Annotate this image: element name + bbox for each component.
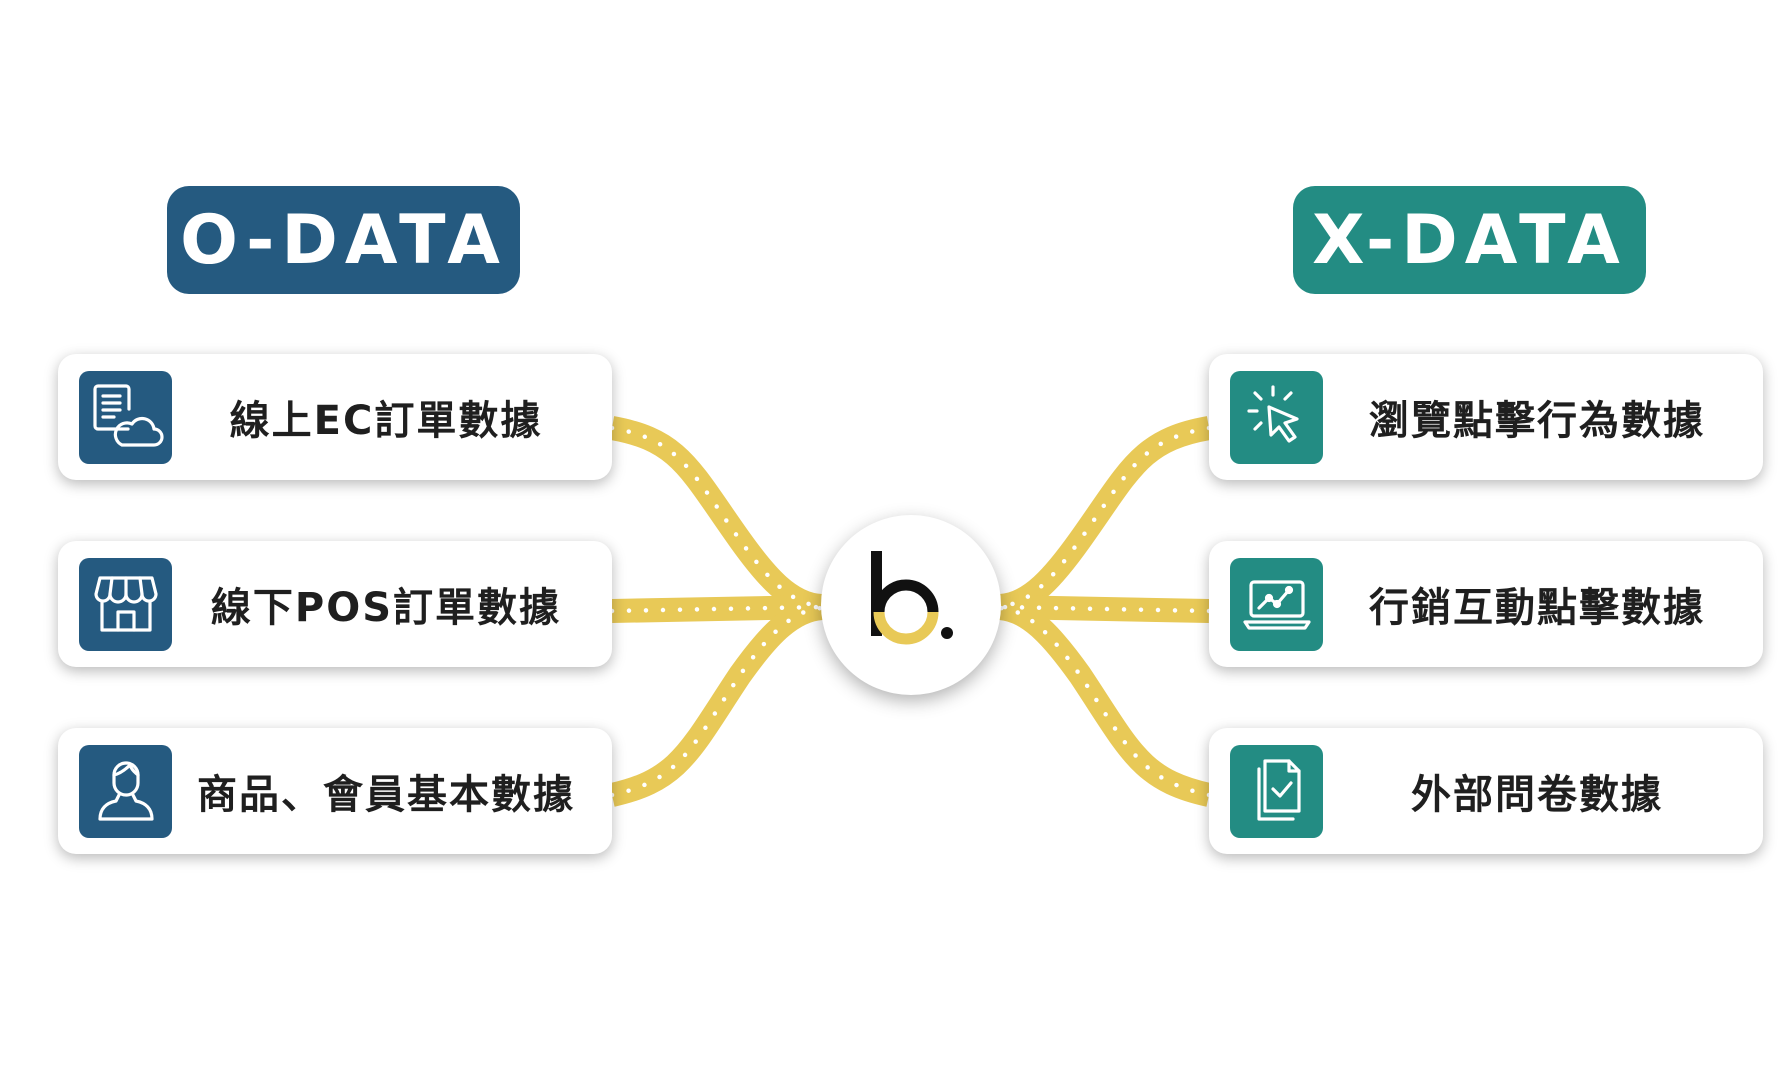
card-label: 行銷互動點擊數據 bbox=[1369, 585, 1705, 631]
road-right-bottom bbox=[998, 596, 1212, 807]
survey-checklist-icon bbox=[1230, 744, 1323, 838]
b-logo-icon bbox=[871, 551, 953, 645]
road-left-bottom bbox=[609, 596, 824, 807]
card-offline-pos-orders: 線下POS訂單數據 bbox=[58, 541, 612, 667]
cursor-click-icon bbox=[1230, 370, 1323, 464]
card-external-survey: 外部問卷數據 bbox=[1209, 728, 1763, 854]
o-data-header: O-DATA bbox=[167, 186, 520, 294]
road-right-top bbox=[998, 416, 1212, 618]
card-product-member-data: 商品、會員基本數據 bbox=[58, 728, 612, 854]
card-label: 商品、會員基本數據 bbox=[197, 772, 575, 818]
card-marketing-interaction: 行銷互動點擊數據 bbox=[1209, 541, 1763, 667]
card-browsing-click-behavior: 瀏覽點擊行為數據 bbox=[1209, 354, 1763, 480]
card-label: 瀏覽點擊行為數據 bbox=[1369, 398, 1705, 444]
card-label: 線上EC訂單數據 bbox=[229, 398, 543, 444]
hub-logo bbox=[821, 515, 1001, 695]
user-icon bbox=[79, 744, 172, 838]
storefront-icon bbox=[79, 557, 172, 651]
card-online-ec-orders: 線上EC訂單數據 bbox=[58, 354, 612, 480]
x-data-header: X-DATA bbox=[1293, 186, 1646, 294]
road-left-top bbox=[609, 416, 824, 618]
card-label: 線下POS訂單數據 bbox=[210, 585, 562, 631]
laptop-chart-icon bbox=[1230, 557, 1323, 651]
document-cloud-icon bbox=[79, 370, 172, 464]
card-label: 外部問卷數據 bbox=[1411, 772, 1663, 818]
